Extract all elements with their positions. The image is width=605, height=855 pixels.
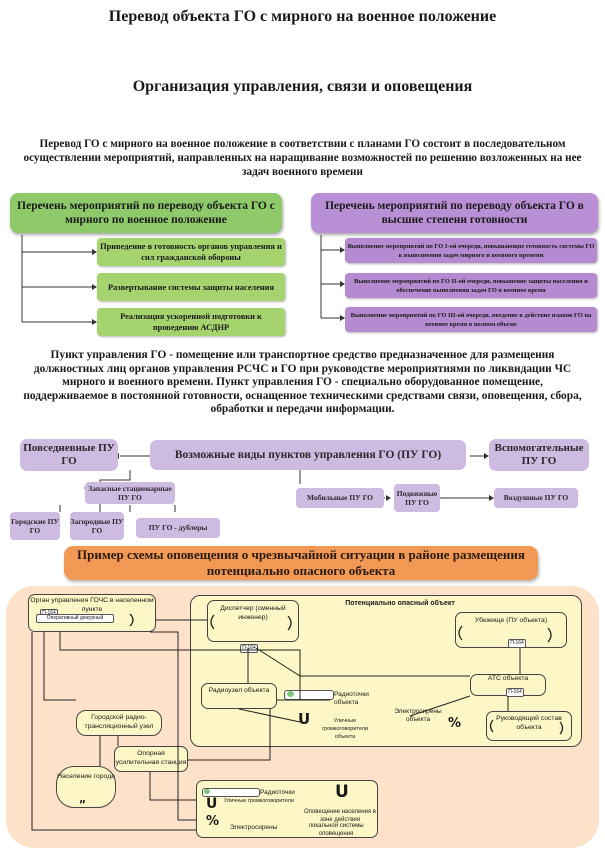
pu-movable: Подвижные ПУ ГО xyxy=(394,484,440,512)
page-title: Перевод объекта ГО с мирного на военное … xyxy=(108,8,497,25)
loudspeakers-obj-label: Уличные громкоговорители объекта xyxy=(322,718,369,740)
intro-text: Перевод ГО с мирного на военное положени… xyxy=(23,138,582,178)
support-station-box: Опорная усилительная станция xyxy=(114,746,188,772)
scheme-title: Пример схемы оповещения о чрезвычайной с… xyxy=(64,546,538,580)
radio-node-label: Радиоузел объекта xyxy=(208,687,270,694)
loudspeaker-obj-icon: U xyxy=(298,710,311,728)
green-item-2: Развертывание системы защиты населения xyxy=(97,273,285,301)
sirens-label: Электросирены xyxy=(230,824,278,831)
radio-points-device xyxy=(202,788,260,797)
pu-auxiliary: Вспомогательные ПУ ГО xyxy=(489,439,589,471)
population-box: Население города xyxy=(56,766,116,808)
loudspeakers-label: Уличные громкоговорители xyxy=(224,798,294,804)
purple-item-2: Выполнение мероприятий по ГО II-ой очере… xyxy=(345,273,597,298)
radio-points-obj-label: Радиоточки объекта xyxy=(334,691,369,706)
pu-air: Воздушные ПУ ГО xyxy=(494,488,578,508)
pu-center: Возможные виды пунктов управления ГО (ПУ… xyxy=(150,440,466,470)
gochs-org-label: Орган управления ГОЧС в населенном пункт… xyxy=(30,597,154,613)
sirens-obj-label: Электросирены объекта xyxy=(394,708,442,723)
population-icon: „ xyxy=(79,792,87,805)
ats-p164: П-164 xyxy=(506,688,524,697)
siren-icon: % xyxy=(206,814,220,829)
siren-obj-icon: % xyxy=(448,716,462,731)
purple-item-1: Выполнение мероприятий по ГО I-ой очеред… xyxy=(345,238,597,263)
pu-suburban: Загородные ПУ ГО xyxy=(70,512,124,540)
support-station-label: Опорная усилительная станция xyxy=(115,750,187,766)
dispatcher-box: Диспетчер (сменный инженер) xyxy=(207,600,299,642)
zone-notice-label: Оповещение населения в зоне действия xyxy=(304,809,376,823)
purple-item-3: Выполнение мероприятий по ГО III-ой очер… xyxy=(345,307,597,332)
loudspeaker-zone-icon: U xyxy=(335,782,349,802)
radio-points-obj-indicator xyxy=(287,691,294,697)
radio-points-indicator xyxy=(204,789,210,794)
local-system-label: локальной системы оповещения xyxy=(308,823,364,837)
pu-city: Городские ПУ ГО xyxy=(10,512,60,540)
population-label: Население города xyxy=(57,773,115,780)
management-box: Руководящий состав объекта xyxy=(486,711,572,741)
pu-daily: Повседневные ПУ ГО xyxy=(20,439,118,471)
city-radio-box: Городской радио- трансляционный узел xyxy=(76,710,162,736)
duty-officer: Оперативный дежурный xyxy=(36,614,114,623)
radio-node-box: Радиоузел объекта xyxy=(201,683,277,709)
green-header: Перечень мероприятий по переводу объекта… xyxy=(10,193,282,233)
ats-label: АТС объекта xyxy=(487,675,529,682)
radio-points-label: Радиоточки xyxy=(260,789,295,796)
management-label: Руководящий состав объекта xyxy=(496,715,562,731)
page-subtitle: Организация управления, связи и оповещен… xyxy=(132,78,473,95)
green-item-1: Приведение в готовность органов управлен… xyxy=(97,238,285,266)
gochs-org-box: Орган управления ГОЧС в населенном пункт… xyxy=(28,594,156,632)
dangerous-object-label: Потенциально опасный объект xyxy=(345,600,455,607)
shelter-label: Убежище (ПУ объекта) xyxy=(474,617,548,624)
green-item-3: Реализация ускоренной подготовки к прове… xyxy=(97,308,285,336)
pu-description: Пункт управления ГО - помещение или тран… xyxy=(23,349,582,415)
pu-duplicate: ПУ ГО - дублеры xyxy=(136,518,220,538)
shelter-p164: П-164 xyxy=(508,639,526,648)
dispatcher-label: Диспетчер (сменный инженер) xyxy=(220,605,286,621)
loudspeaker-icon: U xyxy=(206,796,218,812)
purple-header: Перечень мероприятий по переводу объекта… xyxy=(311,193,598,233)
pu-reserve: Запасные стационарные ПУ ГО xyxy=(85,482,175,504)
city-radio-label: Городской радио- трансляционный узел xyxy=(84,714,154,730)
pu-mobile: Мобильные ПУ ГО xyxy=(296,488,384,508)
